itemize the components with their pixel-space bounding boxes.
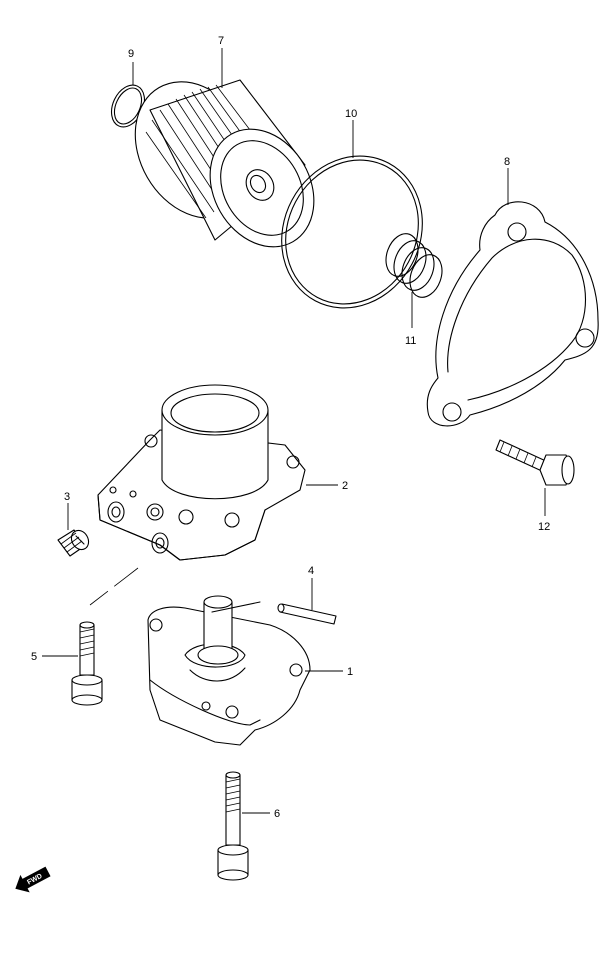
- callout-9: 9: [128, 48, 134, 60]
- part-pin: [277, 603, 337, 625]
- callout-12: 12: [538, 521, 550, 533]
- callout-11: 11: [405, 335, 416, 347]
- callout-10: 10: [345, 108, 357, 120]
- part-filter-housing: [97, 384, 306, 561]
- callout-4: 4: [308, 565, 314, 577]
- leader-lines: [42, 48, 546, 814]
- callout-6: 6: [274, 808, 280, 820]
- part-o-ring-large: [281, 155, 423, 309]
- part-filter-cover: [426, 201, 599, 427]
- part-spring: [385, 233, 443, 298]
- part-plug: [57, 529, 90, 557]
- callout-1: 1: [347, 666, 353, 678]
- callout-5: 5: [31, 651, 37, 663]
- callout-2: 2: [342, 480, 348, 492]
- part-bolt-short: [71, 621, 103, 706]
- callout-7: 7: [218, 35, 224, 47]
- callout-labels: 9 7 10 8 11 12 2 3 4 1 5 6: [31, 35, 550, 820]
- callout-8: 8: [504, 156, 510, 168]
- part-bolt-long: [217, 771, 249, 881]
- forward-arrow-icon: FWD: [15, 866, 51, 893]
- part-oil-filter: [134, 79, 315, 248]
- part-bolt-cover: [495, 439, 575, 486]
- callout-3: 3: [64, 491, 70, 503]
- part-oil-pump: [147, 595, 311, 746]
